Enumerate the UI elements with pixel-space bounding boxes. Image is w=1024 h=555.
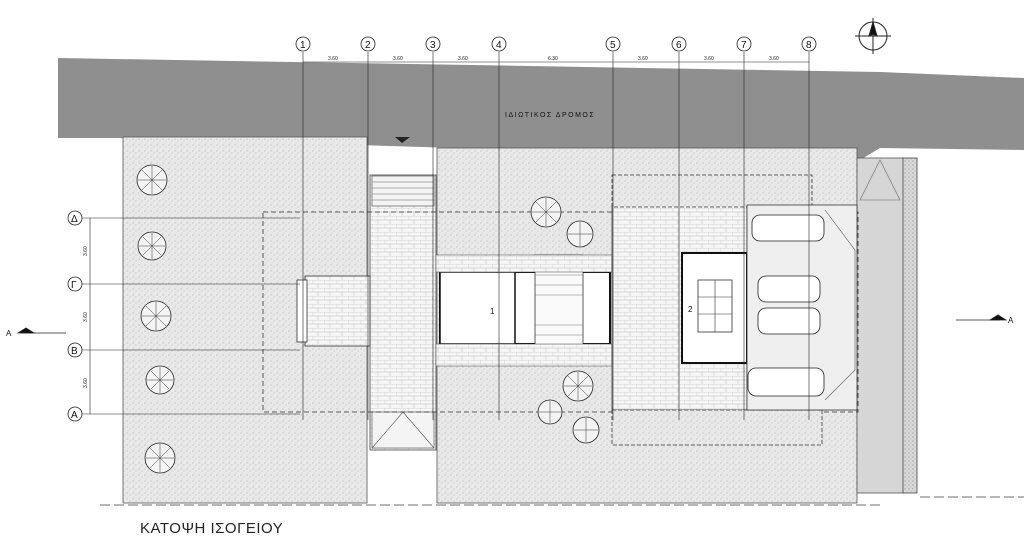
axis-6: 6 — [676, 40, 682, 51]
dim-left-2: 3.60 — [83, 312, 89, 322]
axis-gamma: Γ — [71, 280, 77, 291]
axis-delta: Δ — [71, 214, 78, 225]
bottom-terrace — [611, 409, 823, 446]
room-1-label: 1 — [490, 307, 495, 316]
road-label: ΙΔΙΩΤΙΚΟΣ ΔΡΟΜΟΣ — [505, 112, 595, 119]
dim-left-3: 3.60 — [83, 378, 89, 388]
dim-left-1: 3.60 — [83, 246, 89, 256]
entrance-marker — [395, 137, 410, 143]
dim-top-7: 3.60 — [769, 56, 779, 62]
axis-5: 5 — [610, 40, 616, 51]
north-arrow-icon — [855, 18, 891, 54]
room-2-label: 2 — [688, 305, 693, 314]
axis-8: 8 — [806, 40, 812, 51]
dim-top-1: 3.60 — [328, 56, 338, 62]
hall-paving-top — [435, 254, 613, 273]
section-mark-left: Α — [6, 329, 12, 338]
driveway-ramp — [856, 157, 905, 494]
dim-top-2: 3.60 — [393, 56, 403, 62]
axis-alpha: Α — [71, 410, 78, 421]
dim-top-6: 3.60 — [704, 56, 714, 62]
axis-1: 1 — [300, 40, 306, 51]
axis-7: 7 — [741, 40, 747, 51]
axis-beta: Β — [71, 346, 78, 357]
hall-paving-bottom — [435, 343, 613, 367]
room-1 — [439, 271, 516, 345]
axis-4: 4 — [496, 40, 502, 51]
dim-top-4: 6.30 — [548, 56, 558, 62]
left-wing-terrace — [304, 275, 371, 347]
dim-top-5: 3.60 — [638, 56, 648, 62]
dim-top-3: 3.60 — [458, 56, 468, 62]
drawing-title: ΚΑΤΟΨΗ ΙΣΟΓΕΙΟΥ — [140, 520, 284, 537]
entrance-path — [369, 174, 437, 451]
axis-3: 3 — [430, 40, 436, 51]
boundary-hedge — [902, 157, 918, 494]
parked-cars — [747, 214, 825, 397]
right-terrace — [611, 174, 813, 208]
entrance-steps-top — [371, 175, 435, 207]
entrance-steps-bottom — [371, 411, 435, 449]
section-mark-right: Α — [1008, 316, 1014, 325]
private-road — [58, 58, 1024, 160]
axis-2: 2 — [365, 40, 371, 51]
